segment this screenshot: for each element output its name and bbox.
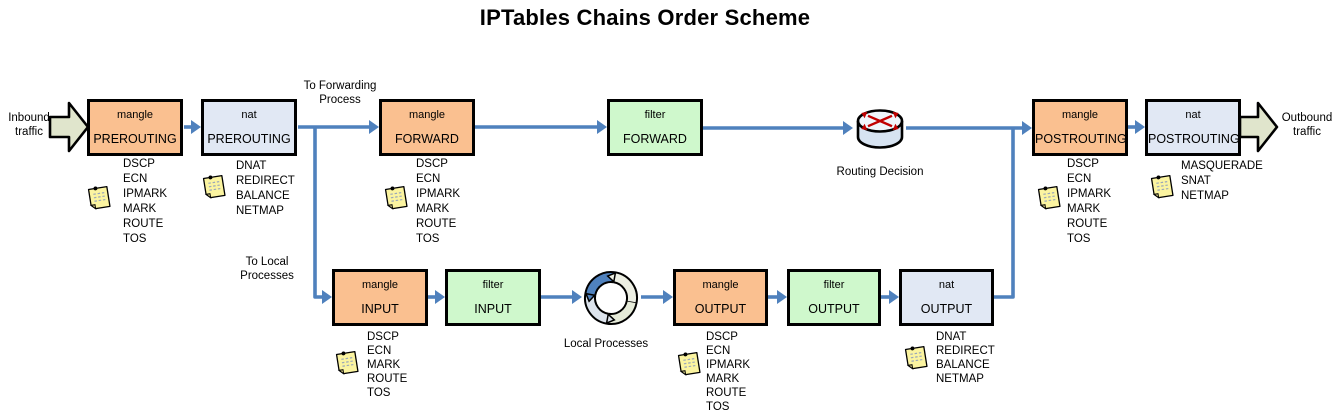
inbound-traffic-arrow	[48, 101, 90, 153]
table-name: mangle	[702, 279, 739, 291]
targets-note-mangle-input: DSCP ECN MARK ROUTE TOS	[367, 331, 408, 399]
chain-name: POSTROUTING	[1148, 132, 1240, 146]
targets-note-mangle-output: DSCP ECN IPMARK MARK ROUTE TOS	[706, 331, 751, 410]
chain-name: FORWARD	[623, 132, 687, 146]
sticky-note-icon	[87, 185, 111, 210]
sticky-note-icon	[904, 345, 928, 370]
sticky-note-icon	[384, 185, 408, 210]
local-processes-cycle-icon	[584, 271, 638, 325]
outbound-traffic-arrow	[1238, 101, 1279, 153]
to-local-processes-label: To Local Processes	[240, 256, 294, 282]
targets-note-nat-output: DNAT REDIRECT BALANCE NETMAP	[936, 331, 995, 385]
routing-decision-label: Routing Decision	[836, 166, 924, 178]
outbound-traffic-label: Outbound traffic	[1281, 112, 1333, 138]
chain-name: INPUT	[474, 302, 512, 316]
chain-box-mangle-forward: mangle FORWARD	[379, 99, 475, 156]
chain-name: INPUT	[361, 302, 399, 316]
to-forwarding-process-label: To Forwarding Process	[303, 80, 377, 106]
chain-box-nat-output: nat OUTPUT	[899, 269, 994, 326]
diagram-title: IPTables Chains Order Scheme	[479, 5, 811, 30]
chain-box-filter-output: filter OUTPUT	[787, 269, 881, 326]
routing-decision-router-icon	[856, 109, 904, 149]
table-name: mangle	[1061, 109, 1099, 121]
targets-note-nat-postrouting: MASQUERADE SNAT NETMAP	[1181, 160, 1263, 202]
table-name: nat	[241, 109, 257, 121]
chain-name: OUTPUT	[808, 302, 860, 316]
table-name: mangle	[408, 109, 446, 121]
chain-box-nat-postrouting: nat POSTROUTING	[1145, 99, 1241, 156]
targets-note-mangle-forward: DSCP ECN IPMARK MARK ROUTE TOS	[416, 158, 461, 245]
table-name: mangle	[361, 279, 399, 291]
table-name: filter	[482, 279, 504, 291]
targets-note-mangle-postrouting: DSCP ECN IPMARK MARK ROUTE TOS	[1067, 158, 1112, 245]
chain-box-nat-prerouting: nat PREROUTING	[201, 99, 297, 156]
inbound-traffic-label: Inbound traffic	[8, 112, 50, 138]
table-name: nat	[938, 279, 955, 291]
table-name: filter	[823, 279, 845, 291]
table-name: mangle	[116, 109, 154, 121]
chain-name: PREROUTING	[93, 132, 177, 146]
table-name: nat	[1185, 109, 1201, 121]
chain-box-filter-input: filter INPUT	[445, 269, 541, 326]
chain-name: OUTPUT	[920, 302, 973, 316]
chain-name: PREROUTING	[207, 132, 291, 146]
sticky-note-icon	[677, 351, 701, 376]
sticky-note-icon	[335, 350, 359, 375]
chain-name: POSTROUTING	[1035, 132, 1127, 146]
chain-box-mangle-prerouting: mangle PREROUTING	[87, 99, 183, 156]
chain-box-mangle-input: mangle INPUT	[332, 269, 428, 326]
local-processes-label: Local Processes	[563, 338, 649, 350]
chain-box-mangle-postrouting: mangle POSTROUTING	[1032, 99, 1128, 156]
chain-name: OUTPUT	[694, 302, 747, 316]
chain-box-filter-forward: filter FORWARD	[607, 99, 703, 156]
targets-note-nat-prerouting: DNAT REDIRECT BALANCE NETMAP	[236, 160, 295, 217]
chain-box-mangle-output: mangle OUTPUT	[673, 269, 768, 326]
sticky-note-icon	[202, 174, 226, 199]
targets-note-mangle-prerouting: DSCP ECN IPMARK MARK ROUTE TOS	[123, 158, 168, 245]
chain-name: FORWARD	[395, 132, 459, 146]
table-name: filter	[644, 109, 666, 121]
sticky-note-icon	[1150, 174, 1174, 199]
sticky-note-icon	[1037, 185, 1061, 210]
